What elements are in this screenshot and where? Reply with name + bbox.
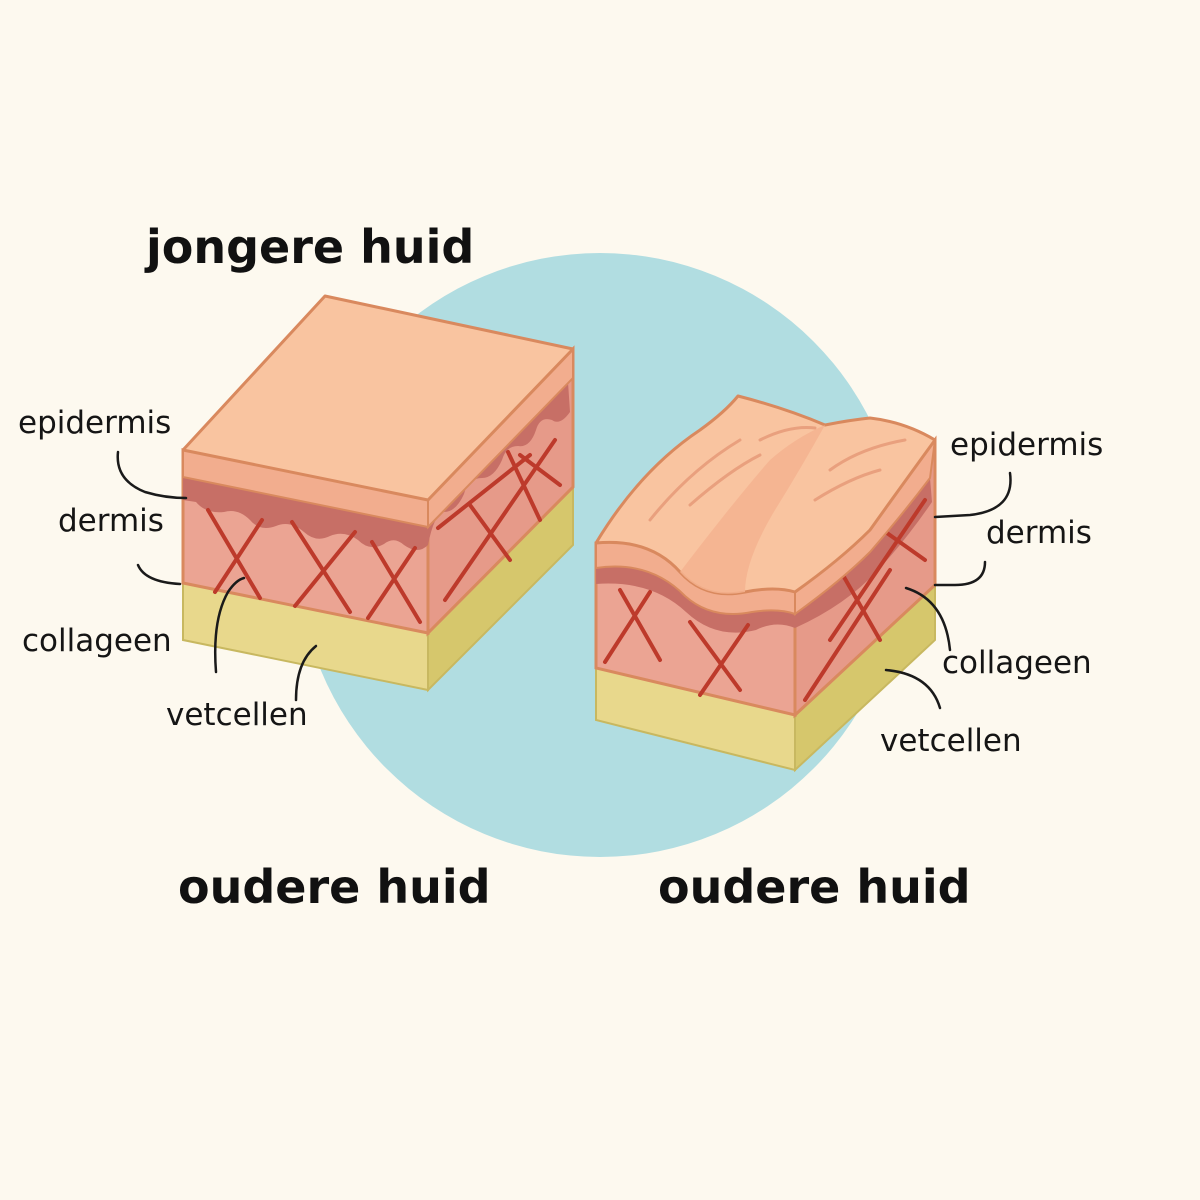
young-dermis-band-front: [183, 477, 428, 550]
label-left-fat: vetcellen: [166, 697, 308, 733]
label-left-dermis: dermis: [58, 503, 164, 539]
old-skin-fold-shade: [680, 425, 825, 594]
pointer-lines: [116, 450, 1012, 710]
pointer-right-dermis: [933, 560, 987, 587]
young-skin-surface: [181, 294, 575, 502]
old-dermis-band-side: [795, 478, 932, 628]
young-dermis-band-side: [428, 382, 570, 545]
old-skin-wrinkles: [648, 426, 907, 522]
pointer-left-fat: [294, 644, 318, 702]
label-right-epidermis: epidermis: [950, 427, 1104, 463]
pointer-right-epidermis: [933, 471, 1012, 519]
old-collagen-fibers: [603, 498, 927, 702]
pointer-left-epidermis: [116, 450, 188, 500]
old-dermis-band-front: [596, 566, 795, 633]
old-skin-block: [594, 394, 937, 773]
pointer-right-collagen: [904, 586, 952, 652]
label-left-epidermis: epidermis: [18, 405, 172, 441]
young-collagen-fibers: [206, 438, 562, 624]
pointer-right-fat: [884, 668, 942, 710]
label-right-fat: vetcellen: [880, 723, 1022, 759]
label-left-collagen: collageen: [22, 623, 172, 659]
pointer-left-dermis: [136, 563, 182, 586]
title-older-skin-left: oudere huid: [178, 860, 491, 914]
young-skin-block: [181, 294, 575, 693]
title-older-skin-right: oudere huid: [658, 860, 971, 914]
label-right-collagen: collageen: [942, 645, 1092, 681]
title-young-skin: jongere huid: [146, 220, 475, 274]
pointer-left-collagen: [213, 576, 246, 674]
label-right-dermis: dermis: [986, 515, 1092, 551]
